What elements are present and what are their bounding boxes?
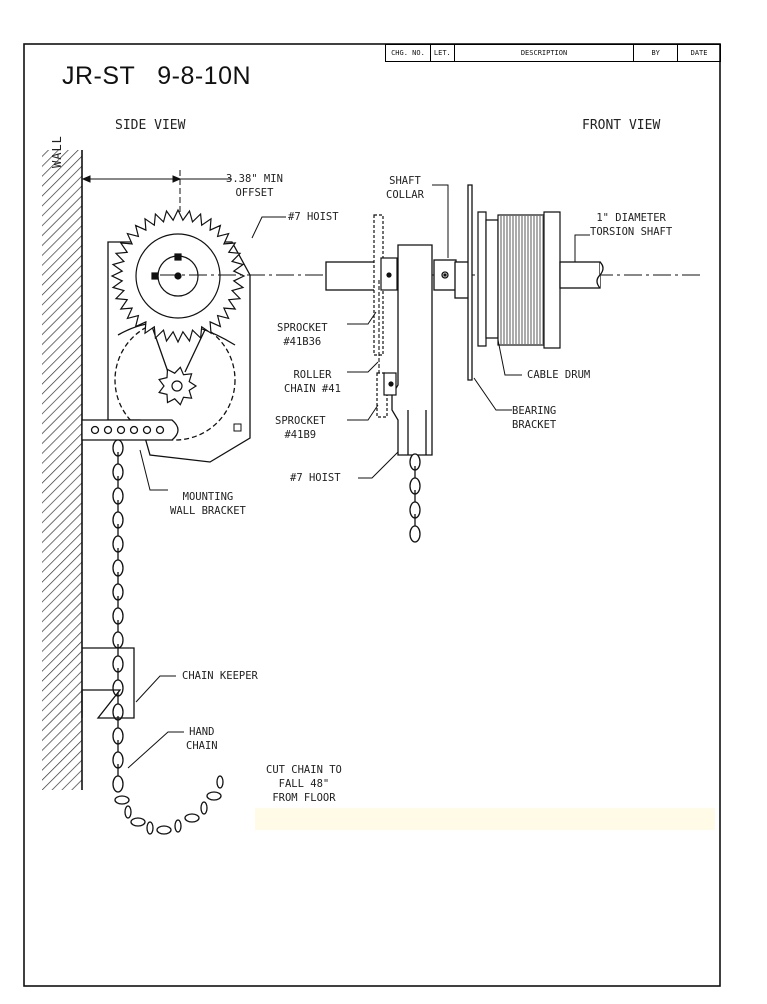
cable-drum [477,211,561,349]
sprocket-41b9-label: SPROCKET#41B9 [275,415,326,441]
front-shaft-stub [325,261,379,291]
drawing-title: JR-ST 9-8-10N [62,62,252,90]
col-by: BY [634,45,679,61]
large-sprocket-front [373,214,398,356]
col-let: LET. [431,45,455,61]
small-sprocket-side [158,366,198,406]
wall-label: WALL [50,135,64,168]
chain-keeper [81,647,135,719]
mounting-wall-bracket [81,419,179,441]
torsion-shaft [559,261,604,289]
revision-table: CHG. NO. LET. DESCRIPTION BY DATE [385,44,721,62]
small-sprocket-front [376,372,397,418]
leader-lines [127,184,590,769]
front-view-label: FRONT VIEW [582,118,661,133]
sheet-border [23,43,721,987]
shaft-collar [433,259,457,291]
chain-keeper-label: CHAIN KEEPER [182,670,258,682]
large-sprocket-side [110,208,246,344]
side-view-label: SIDE VIEW [115,118,186,133]
hoist-body-front [391,244,433,456]
hoist-side-label: #7 HOIST [288,211,339,223]
col-description: DESCRIPTION [455,45,635,61]
hoist-front-label: #7 HOIST [290,472,341,484]
cable-drum-label: CABLE DRUM [527,369,591,381]
bearing-bracket [454,184,473,381]
wall-hatch [42,150,83,790]
hand-chain-front [409,453,421,543]
sprocket-41b36-label: SPROCKET#41B36 [277,322,328,348]
col-chg-no: CHG. NO. [386,45,431,61]
hand-chain-side [112,439,224,835]
scan-tint [255,808,715,830]
col-date: DATE [678,45,721,61]
